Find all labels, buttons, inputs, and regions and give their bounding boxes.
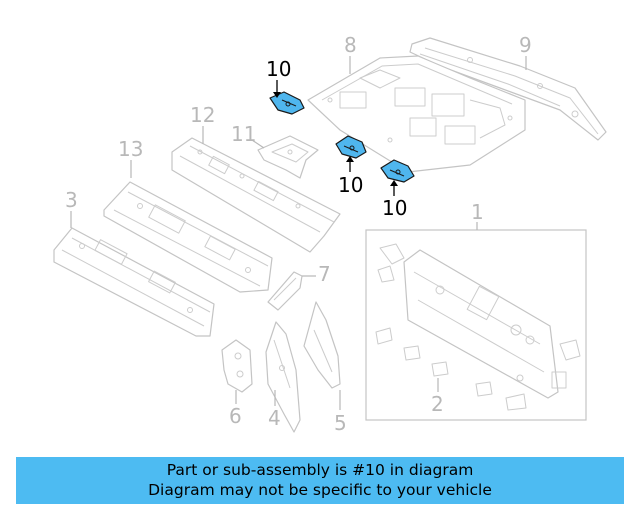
callout-4: 4: [268, 406, 281, 430]
part-10-a: [269, 91, 305, 115]
callout-13: 13: [118, 137, 143, 161]
callout-9: 9: [519, 33, 532, 57]
arrowhead-10-c: [390, 180, 398, 186]
part-5: [303, 301, 341, 389]
callout-12: 12: [190, 103, 215, 127]
banner-line-2: Diagram may not be specific to your vehi…: [148, 480, 492, 499]
part-12: [171, 137, 341, 253]
callout-5: 5: [334, 411, 347, 435]
callout-8: 8: [344, 33, 357, 57]
part-3: [53, 227, 215, 337]
callout-7: 7: [318, 262, 331, 286]
callout-1: 1: [471, 200, 484, 224]
part-1-box: [365, 229, 587, 421]
callout-6: 6: [229, 404, 242, 428]
part-9: [409, 37, 607, 141]
part-13: [103, 181, 273, 293]
callout-10-c: 10: [382, 196, 407, 220]
banner-line-1: Part or sub-assembly is #10 in diagram: [166, 461, 474, 479]
part-6: [221, 339, 253, 393]
part-2: [375, 327, 527, 411]
part-10-b: [335, 135, 367, 159]
arrowhead-10-a: [273, 92, 281, 98]
callout-10-b: 10: [338, 173, 363, 197]
part-10-c: [380, 159, 415, 183]
arrowhead-10-b: [346, 156, 354, 162]
part-11: [257, 135, 319, 179]
part-7: [267, 271, 303, 311]
parts-diagram: 9 8 10 10 10: [53, 33, 607, 435]
part-4: [265, 321, 301, 433]
callout-10-a: 10: [266, 57, 291, 81]
part-1: [377, 243, 581, 399]
leader-11: [251, 139, 265, 149]
callout-11: 11: [231, 122, 256, 146]
info-banner: Part or sub-assembly is #10 in diagram D…: [16, 457, 624, 504]
callout-2: 2: [431, 392, 444, 416]
callout-3: 3: [65, 188, 78, 212]
